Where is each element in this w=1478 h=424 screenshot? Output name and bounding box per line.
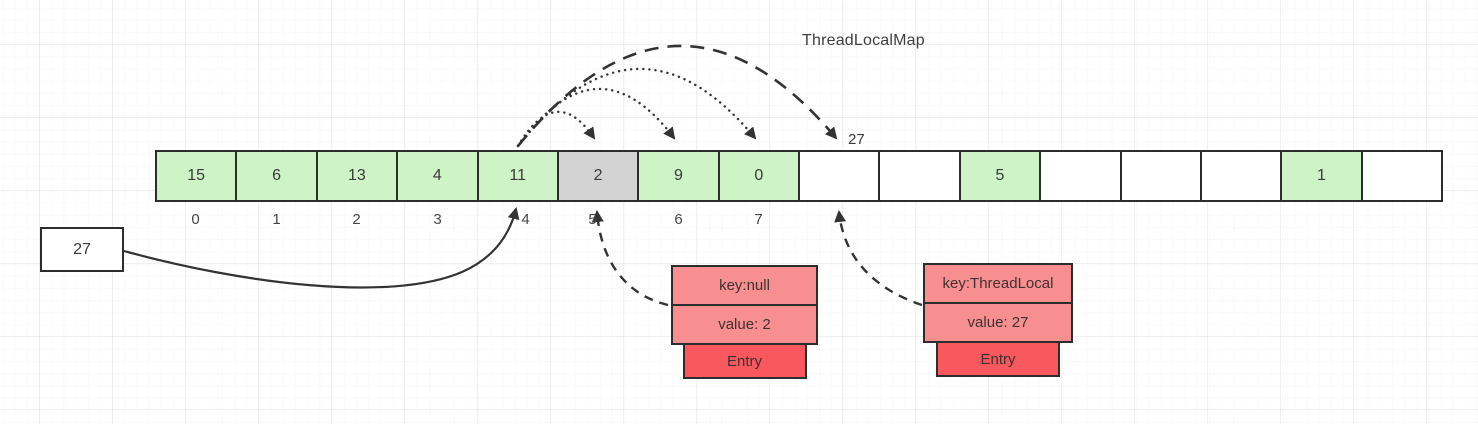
index-label-7: 7 — [754, 211, 763, 228]
index-label-6: 6 — [674, 211, 683, 228]
array-cell-5: 2 — [558, 152, 640, 200]
array-cell-0: 15 — [157, 152, 238, 200]
array-cell-2: 13 — [317, 152, 399, 200]
incoming-value-box: 27 — [40, 227, 124, 272]
probe-arc-slot7 — [516, 67, 757, 148]
array-cell-15 — [1362, 152, 1441, 200]
array-cell-9 — [880, 152, 961, 200]
live-entry-tag: Entry — [936, 341, 1060, 377]
stale-entry-tag: Entry — [682, 343, 807, 379]
stale-entry-box: key:null value: 2 Entry — [671, 265, 818, 379]
index-label-5: 5 — [588, 211, 597, 228]
array-cell-10: 5 — [960, 152, 1042, 200]
array-cell-11 — [1041, 152, 1122, 200]
array-cell-6: 9 — [639, 152, 720, 200]
stale-entry-key: key:null — [671, 265, 818, 306]
stale-entry-value: value: 2 — [671, 304, 818, 345]
index-label-1: 1 — [272, 211, 281, 228]
live-entry-pointer — [834, 210, 923, 307]
array-cell-8 — [800, 152, 881, 200]
probe-arc-slot5 — [516, 110, 596, 148]
index-label-4: 4 — [521, 211, 530, 228]
collision-arc-slot8 — [516, 44, 838, 147]
collision-arrow-label: 27 — [848, 131, 865, 148]
probe-arc-slot6 — [516, 87, 676, 148]
array-cell-13 — [1201, 152, 1283, 200]
index-label-2: 2 — [352, 211, 361, 228]
live-entry-value: value: 27 — [923, 302, 1073, 343]
array-cell-12 — [1121, 152, 1202, 200]
array-cell-3: 4 — [398, 152, 479, 200]
array-cell-1: 6 — [237, 152, 318, 200]
threadlocalmap-array: 15 6 13 4 11 2 9 0 5 1 — [155, 150, 1443, 202]
array-cell-7: 0 — [719, 152, 800, 200]
array-cell-4: 11 — [478, 152, 559, 200]
index-label-0: 0 — [191, 211, 200, 228]
array-cell-14: 1 — [1282, 152, 1363, 200]
live-entry-key: key:ThreadLocal — [923, 263, 1073, 304]
index-label-3: 3 — [433, 211, 442, 228]
diagram-title: ThreadLocalMap — [802, 32, 925, 49]
live-entry-box: key:ThreadLocal value: 27 Entry — [923, 263, 1073, 377]
incoming-value-label: 27 — [73, 240, 91, 258]
